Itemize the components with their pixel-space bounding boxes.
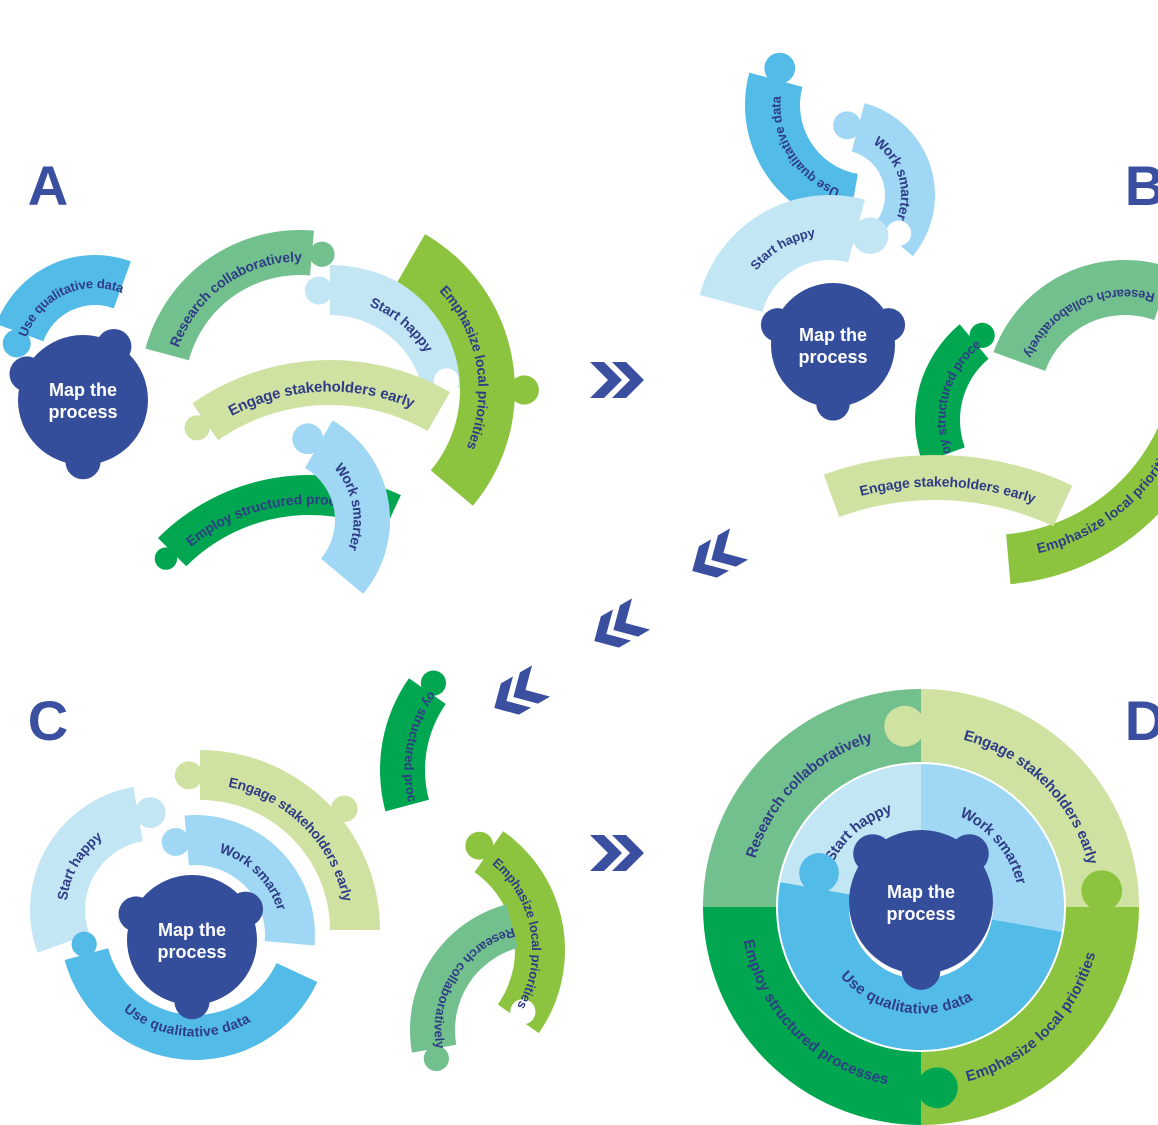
segment-work-smarter: Work smarter [292, 420, 390, 594]
segment-research-collaboratively: Research collaboratively [993, 260, 1158, 371]
segment-engage-stakeholders: Engage stakeholders early [823, 454, 1073, 527]
segment-research-collaboratively: Research collaboratively [410, 904, 519, 1072]
flow-arrows [494, 362, 749, 871]
segment-emphasize-local: Emphasize local priorities [397, 234, 539, 506]
arrow-c-to-d [590, 835, 644, 871]
segment-start-happy: Start happy [304, 265, 473, 394]
segment-use-qualitative-data: Use qualitative data [778, 853, 1062, 1050]
arrow-b-to-c-2 [594, 598, 651, 648]
panel-letter-d: D [1125, 689, 1158, 752]
arrow-a-to-b [590, 362, 644, 398]
panel-letters: A B C D [28, 154, 1158, 752]
panel-letter-a: A [28, 154, 68, 217]
segment-start-happy: Start happy [30, 786, 166, 953]
arrow-b-to-c-1 [692, 528, 749, 578]
arrow-b-to-c-3 [494, 665, 551, 715]
panel-letter-b: B [1125, 154, 1158, 217]
panel-letter-c: C [28, 689, 68, 752]
